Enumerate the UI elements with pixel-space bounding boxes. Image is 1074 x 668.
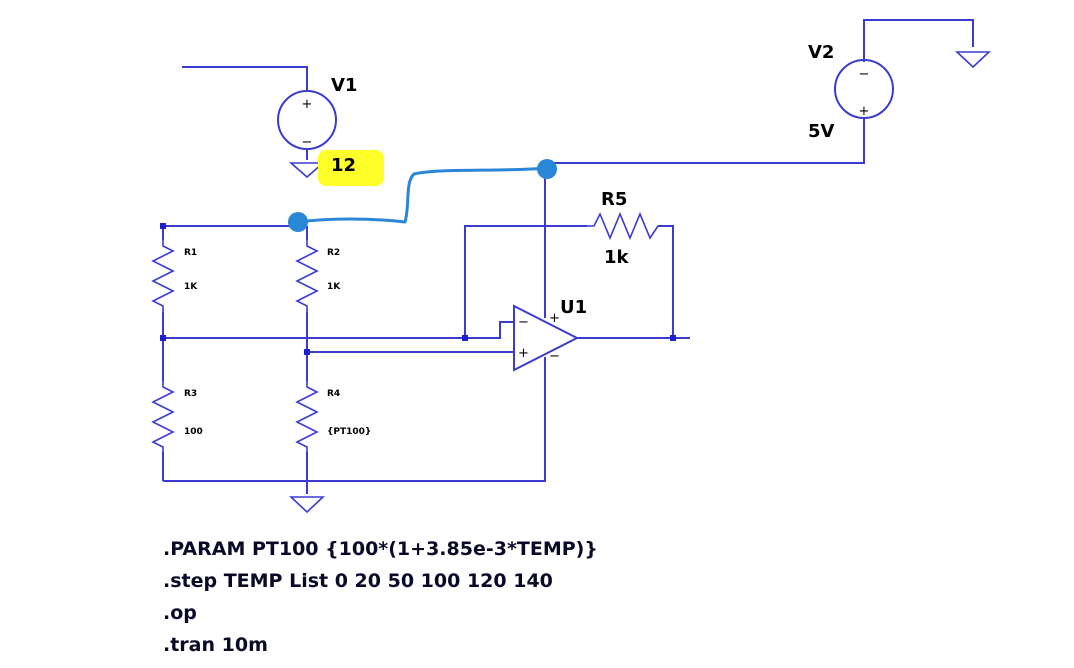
inverting-input-wire [163, 321, 514, 339]
v2-minus-sign: − [859, 67, 870, 82]
v1-ground-icon [288, 162, 326, 179]
v2-name-label: V2 [808, 42, 834, 63]
r3-zigzag [151, 381, 175, 452]
v2-source[interactable]: − + V2 5V [545, 19, 992, 164]
main-ground-icon [288, 496, 326, 514]
v1-minus-sign: − [302, 135, 313, 150]
hand-drawn-dot-bridge [288, 212, 308, 232]
r3-value-label: 100 [184, 427, 203, 437]
opamp-noninverting-sign: + [518, 346, 529, 361]
opamp-u1[interactable]: − + + − U1 [513, 297, 587, 372]
junction-top-left [160, 223, 166, 229]
directive-param[interactable]: .PARAM PT100 {100*(1+3.85e-3*TEMP)} [163, 538, 598, 560]
hand-drawn-dot-supply [537, 159, 557, 179]
r5-zigzag [587, 211, 659, 241]
feedback-right-wire [658, 225, 674, 338]
v2-bottom-wire [545, 118, 865, 164]
directive-step[interactable]: .step TEMP List 0 20 50 100 120 140 [163, 570, 553, 592]
v2-ground-icon [954, 51, 992, 69]
r1-name-label: R1 [184, 248, 197, 258]
directive-tran[interactable]: .tran 10m [163, 634, 268, 656]
v1-plus-sign: + [302, 97, 313, 112]
r5-value-label: 1k [604, 247, 630, 268]
resistor-r1[interactable]: R1 1K [151, 240, 198, 312]
r4-name-label: R4 [327, 389, 340, 399]
r2-zigzag [295, 240, 319, 312]
junction-r1-r3 [160, 335, 166, 341]
resistor-r4[interactable]: R4 {PT100} [295, 381, 371, 452]
r1-value-label: 1K [184, 282, 198, 292]
v1-name-label: V1 [331, 75, 357, 96]
opamp-supply-plus-sign: + [549, 311, 560, 326]
opamp-name-label: U1 [560, 297, 587, 318]
feedback-left-wire [464, 225, 587, 338]
v2-value-label: 5V [808, 121, 835, 142]
resistor-r5[interactable]: R5 1k [587, 189, 659, 268]
resistor-r2[interactable]: R2 1K [295, 240, 341, 312]
directive-op[interactable]: .op [163, 602, 197, 624]
junction-r2-r4 [304, 349, 310, 355]
v1-value-label: 12 [331, 155, 356, 176]
hand-drawn-connection [296, 166, 550, 224]
v1-source[interactable]: + − V1 12 [182, 66, 384, 186]
opamp-supply-minus-sign: − [549, 349, 560, 364]
spice-directives: .PARAM PT100 {100*(1+3.85e-3*TEMP)} .ste… [163, 533, 598, 661]
v2-top-wire [863, 19, 974, 62]
r3-name-label: R3 [184, 389, 197, 399]
junction-feedback-input [462, 335, 468, 341]
v1-value-highlight [318, 150, 384, 186]
r2-value-label: 1K [327, 282, 341, 292]
r5-name-label: R5 [601, 189, 627, 210]
v2-plus-sign: + [859, 104, 870, 119]
r4-zigzag [295, 381, 319, 452]
v1-top-wire [182, 66, 308, 92]
opamp-inverting-sign: − [518, 315, 529, 330]
junction-output [670, 335, 676, 341]
r1-zigzag [151, 240, 175, 312]
r2-name-label: R2 [327, 248, 340, 258]
opamp-triangle [513, 304, 580, 372]
r4-value-label: {PT100} [327, 427, 371, 437]
resistor-r3[interactable]: R3 100 [151, 381, 203, 452]
ground-return-wire [163, 357, 546, 482]
